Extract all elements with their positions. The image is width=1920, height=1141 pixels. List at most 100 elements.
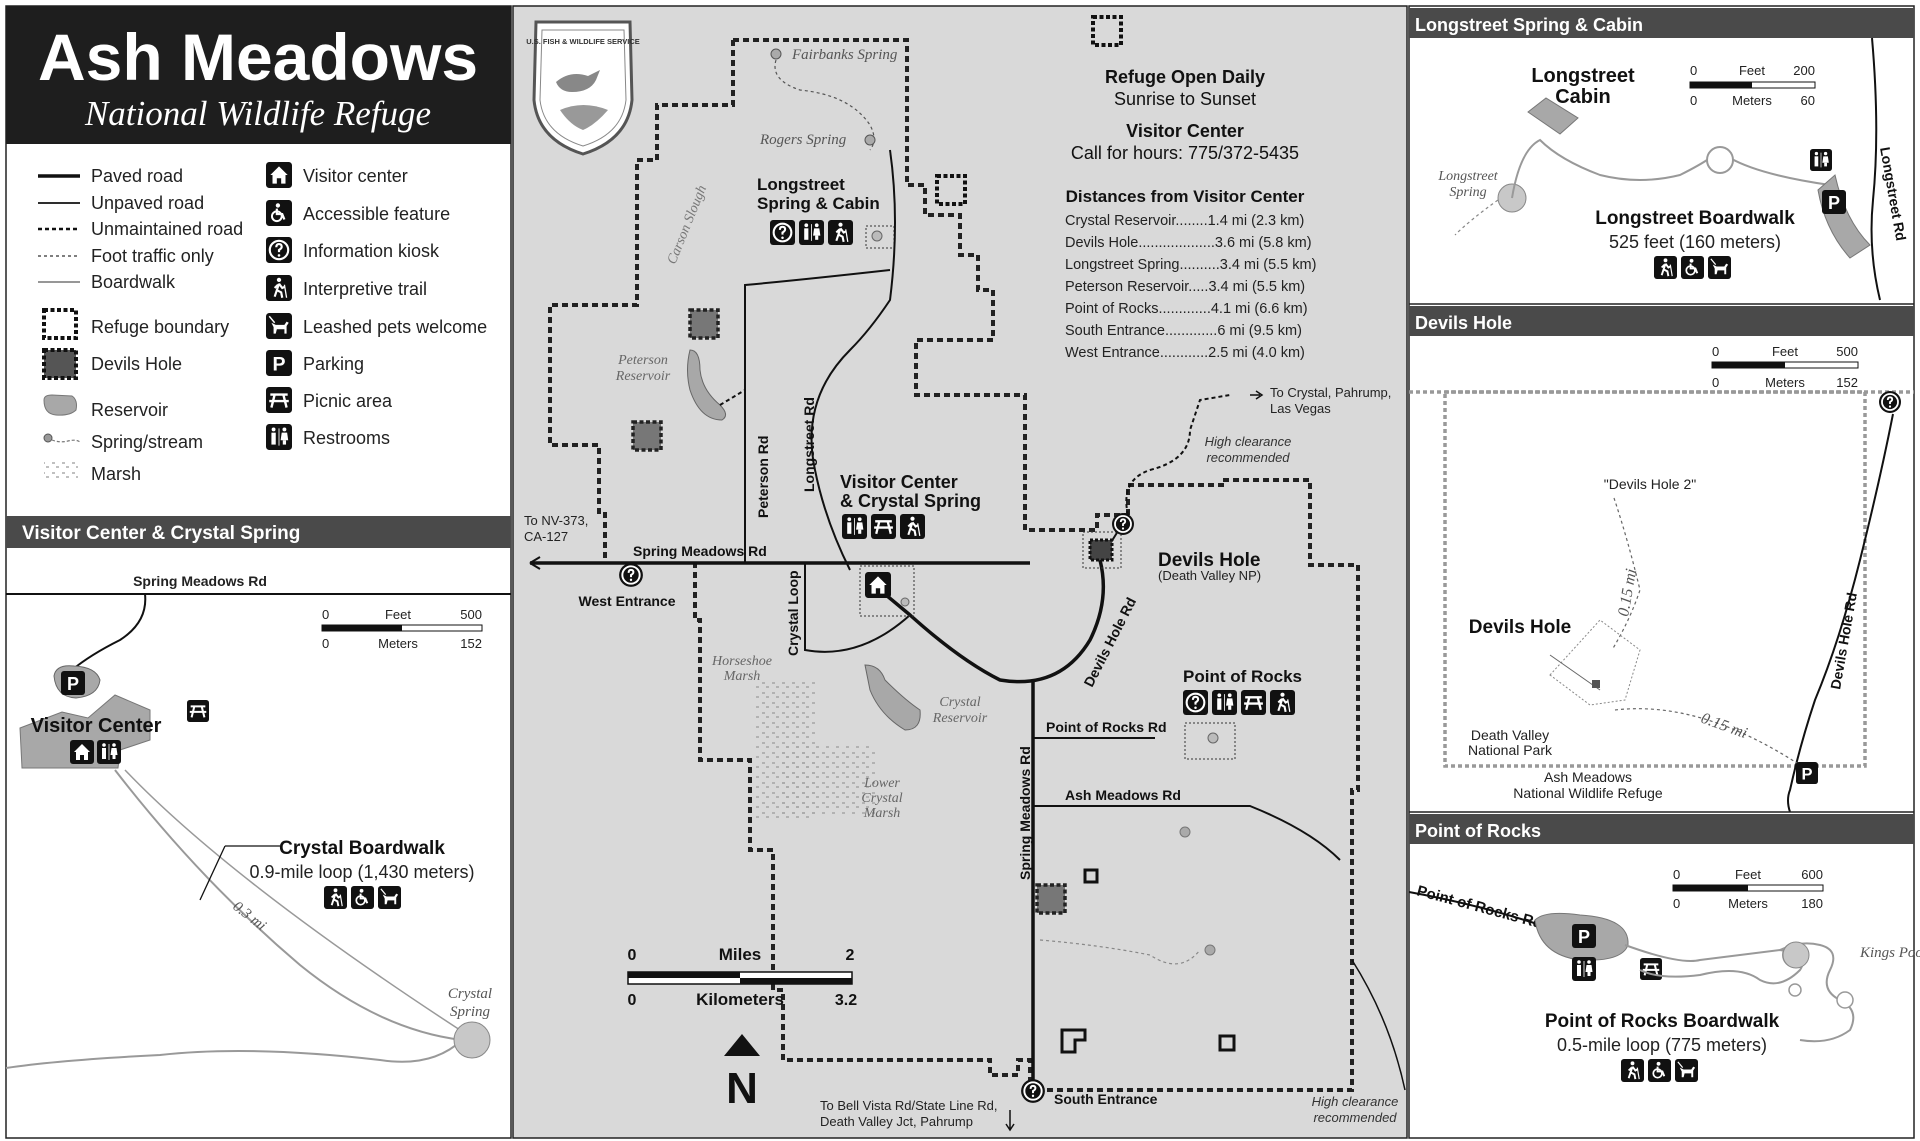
duck-icon — [556, 70, 600, 92]
map-label: & Crystal Spring — [840, 491, 981, 511]
devils-hole-swatch — [42, 348, 78, 380]
road-label: Spring Meadows Rd — [633, 543, 767, 559]
site-marker — [1082, 531, 1122, 569]
dog-icon — [1675, 1059, 1698, 1082]
house-icon — [70, 740, 94, 764]
wheelchair-icon — [266, 200, 292, 226]
map-label: (Death Valley NP) — [1158, 568, 1261, 583]
cabin-label: Cabin — [1555, 86, 1611, 108]
site-marker — [865, 225, 895, 249]
longstreet-boardwalk — [1511, 138, 1831, 199]
map-label: Peterson — [617, 353, 668, 368]
map-label: Devils Hole — [1158, 550, 1260, 571]
marsh-swatch — [44, 462, 78, 480]
map-label: Crystal — [861, 791, 902, 806]
house-icon — [865, 572, 891, 598]
scale-label: 0 — [1690, 63, 1697, 78]
rocks-boardwalk — [1624, 944, 1804, 985]
rogers-spring — [864, 134, 876, 146]
legend-label: Marsh — [91, 464, 141, 484]
picnic-icon — [1640, 958, 1662, 980]
scale-label: 200 — [1793, 63, 1815, 78]
distance-row: Point of Rocks.............4.1 mi (6.6 k… — [1065, 301, 1308, 317]
legend-label: Parking — [303, 354, 364, 374]
wheelchair-icon — [351, 886, 374, 909]
map-label: High clearance — [1205, 434, 1292, 449]
refuge-boundary — [548, 40, 735, 563]
info-icon — [618, 562, 644, 588]
road-label: Point of Rocks Rd — [1046, 719, 1167, 735]
spring-swatch — [43, 433, 53, 443]
am-label: Ash Meadows — [1544, 769, 1632, 785]
stream-swatch — [51, 439, 81, 443]
map-label: Rogers Spring — [759, 132, 847, 148]
map-label: Death Valley Jct, Pahrump — [820, 1114, 973, 1129]
map-label: Fairbanks Spring — [791, 47, 898, 63]
scale-label: 152 — [460, 636, 482, 651]
road-label: Spring Meadows Rd — [133, 573, 267, 589]
scale-label: 0 — [1673, 896, 1680, 911]
scale-label: Kilometers — [696, 990, 784, 1009]
fws-logo: U.S. FISH & WILDLIFE SERVICE — [526, 20, 640, 156]
legend: Paved road Unpaved road Unmaintained roa… — [38, 162, 487, 484]
crystal-spring — [900, 597, 910, 607]
info-icon — [1878, 390, 1902, 414]
scale-label: 0 — [628, 992, 637, 1009]
am-label: National Wildlife Refuge — [1513, 785, 1663, 801]
spring-label: Longstreet — [1437, 169, 1498, 184]
dh2-label: "Devils Hole 2" — [1604, 476, 1696, 492]
road-label: Ash Meadows Rd — [1065, 787, 1181, 803]
scale-label: 2 — [846, 947, 855, 964]
point-of-rocks-road — [1408, 891, 1541, 926]
open-hours: Sunrise to Sunset — [1114, 89, 1256, 109]
legend-label: Leashed pets welcome — [303, 317, 487, 337]
map-label: Longstreet — [757, 175, 845, 194]
north-arrow-icon — [724, 1034, 760, 1056]
distance-row: Crystal Reservoir........1.4 mi (2.3 km) — [1065, 213, 1304, 229]
arrow-icon — [529, 556, 541, 570]
logo-text: U.S. FISH & WILDLIFE SERVICE — [526, 37, 640, 46]
parking-icon — [61, 671, 85, 695]
access-road — [71, 593, 147, 671]
left-column-frame — [5, 5, 512, 1139]
leader-line — [1549, 654, 1601, 691]
legend-lines: Paved road Unpaved road Unmaintained roa… — [38, 166, 243, 292]
inset-heading: Visitor Center & Crystal Spring — [22, 523, 300, 544]
spring-label: Crystal — [448, 986, 492, 1002]
peterson-reservoir — [687, 349, 726, 421]
title-banner — [6, 6, 511, 144]
pool — [1788, 983, 1802, 997]
picnic-icon — [187, 700, 209, 722]
house-icon — [266, 162, 292, 188]
info-icon — [1020, 1078, 1046, 1104]
scale-label: 500 — [1836, 344, 1858, 359]
unmaintained-road — [719, 389, 746, 406]
lower-crystal-marsh — [780, 745, 875, 815]
arrow-icon — [1005, 1110, 1015, 1132]
road-label: Peterson Rd — [755, 436, 771, 518]
legend-label: Reservoir — [91, 400, 168, 420]
boardwalk-sub: 525 feet (160 meters) — [1609, 232, 1781, 252]
restroom-icon — [97, 740, 121, 764]
visitor-center-label: Visitor Center — [31, 715, 162, 737]
map-label: West Entrance — [579, 593, 676, 609]
map-label: To Crystal, Pahrump, — [1270, 385, 1391, 400]
map-label: South Entrance — [1054, 1091, 1158, 1107]
road-to-crystal — [1125, 394, 1231, 516]
legend-symbols: Visitor center Accessible feature Inform… — [266, 162, 487, 450]
boardwalk-title: Crystal Boardwalk — [279, 838, 445, 859]
hiker-icon — [1270, 690, 1295, 715]
restroom-icon — [266, 424, 292, 450]
map-label: Horseshoe — [711, 654, 772, 669]
ash-meadows-road — [1033, 805, 1341, 861]
cabin-label: Longstreet — [1531, 65, 1635, 87]
parcel — [1083, 868, 1099, 884]
legend-label: Unpaved road — [91, 193, 204, 213]
footpath — [1611, 497, 1641, 651]
hiker-icon — [266, 275, 292, 301]
scale-label: 600 — [1801, 867, 1823, 882]
longstreet-road — [810, 149, 896, 571]
reservoir-swatch — [43, 394, 77, 416]
hiker-icon — [324, 886, 347, 909]
scale-label: 3.2 — [835, 992, 857, 1009]
